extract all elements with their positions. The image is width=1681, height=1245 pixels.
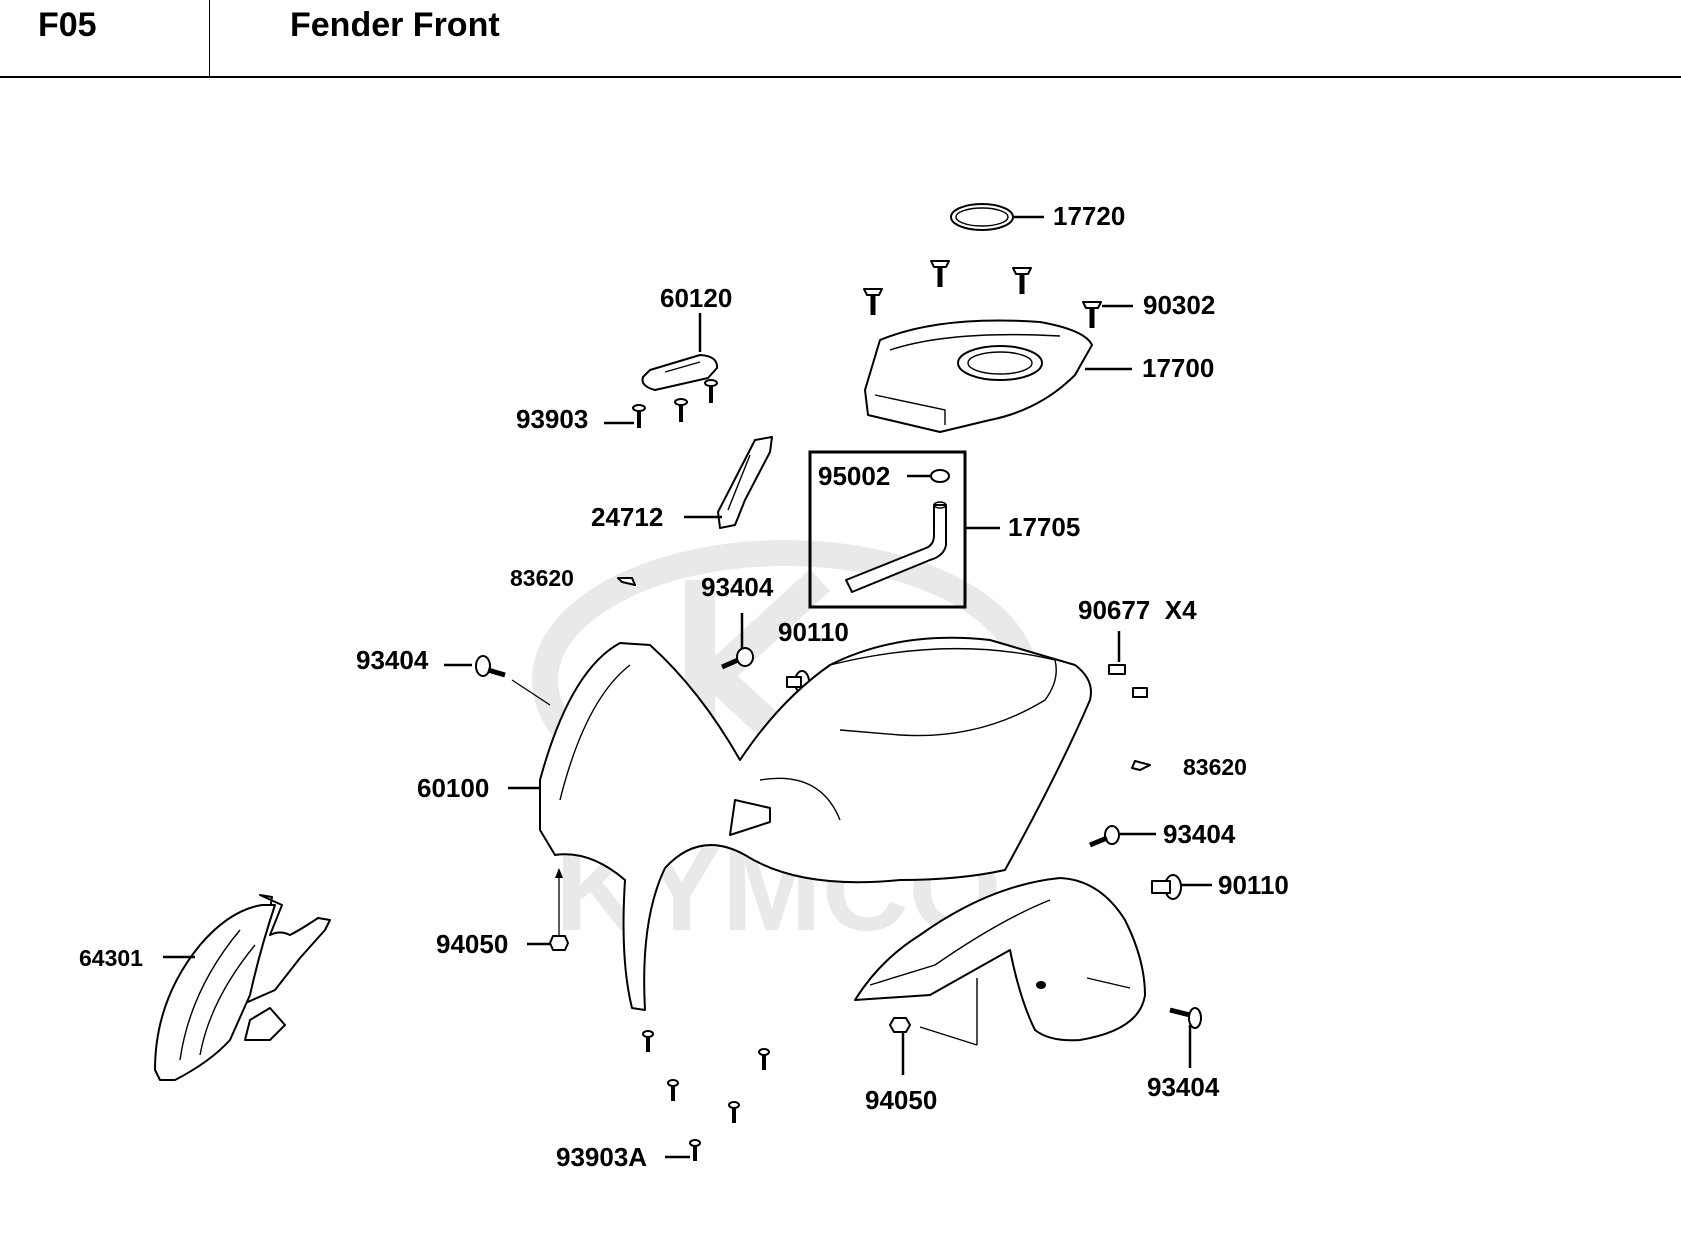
bolts-90302 [863,260,1133,328]
label-90302: 90302 [1143,290,1215,320]
bolt-93404-right-mid [1089,825,1156,848]
label-60120: 60120 [660,283,732,313]
screws-93903A [642,1030,770,1161]
label-90110-right: 90110 [1218,870,1289,900]
label-17705: 17705 [1008,512,1080,542]
headlight-cover-part [154,894,331,1081]
screws-93903 [604,379,718,428]
label-83620-right: 83620 [1183,754,1247,780]
label-83620-left: 83620 [510,565,574,591]
nut-94050-bottom [889,1017,978,1075]
label-90677-x4: 90677 X4 [1078,595,1197,625]
breather-hose-group [808,450,1000,609]
clip-83620-left [617,577,636,586]
label-93404-right: 93404 [1163,819,1236,849]
label-93903: 93903 [516,404,588,434]
label-24712: 24712 [591,502,663,532]
front-fender-main-part [508,636,1092,1011]
header-divider [209,0,210,76]
section-title: Fender Front [290,6,500,44]
label-64301: 64301 [79,945,143,971]
label-94050-bottom: 94050 [865,1085,937,1115]
section-code: F05 [38,6,97,44]
page-header: F05 Fender Front [0,0,1681,78]
tank-cover-part [864,319,1132,433]
label-93404-bottom: 93404 [1147,1072,1220,1102]
switch-bracket-part [641,313,719,391]
label-93404-top: 93404 [701,572,774,602]
label-60100: 60100 [417,773,489,803]
bracket-part [684,436,773,529]
label-94050-left: 94050 [436,929,508,959]
label-95002: 95002 [818,461,890,491]
label-93903A: 93903A [556,1142,647,1172]
bolt-93404-top [720,613,754,670]
grommet-90110-right [1151,874,1212,900]
label-17700: 17700 [1142,353,1214,383]
bolt-93404-left [444,655,551,706]
front-fender-side-part [854,877,1146,1045]
label-93404-left: 93404 [356,645,429,675]
nut-94050-left [527,868,569,951]
o-ring-part [950,203,1044,231]
label-17720: 17720 [1053,201,1125,231]
clip-83620-right [1131,760,1151,771]
bolt-93404-bottom-right [1169,1007,1202,1068]
label-90110-top: 90110 [778,617,849,647]
